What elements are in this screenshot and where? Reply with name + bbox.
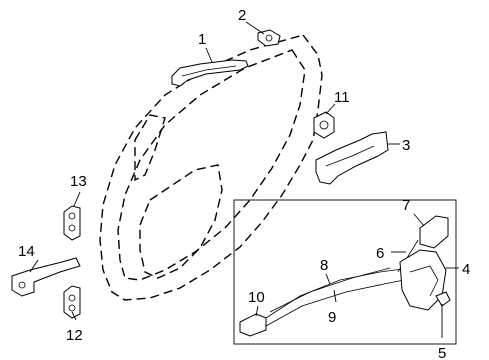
latch-assembly-box bbox=[233, 199, 457, 345]
callouts: 1 2 3 4 5 6 7 8 9 10 11 12 13 14 bbox=[18, 7, 470, 360]
lock-actuator-part bbox=[419, 215, 449, 249]
upper-hinge-part bbox=[63, 205, 81, 241]
callout-6: 6 bbox=[376, 245, 384, 262]
handle-frame-part bbox=[315, 131, 389, 185]
callout-8: 8 bbox=[320, 257, 328, 274]
leader-lines bbox=[29, 21, 459, 338]
callout-13: 13 bbox=[70, 173, 87, 190]
latch-clip-part bbox=[435, 291, 451, 307]
callout-2: 2 bbox=[238, 7, 246, 24]
callout-11: 11 bbox=[334, 89, 350, 106]
callout-7: 7 bbox=[402, 197, 410, 214]
latch-cables bbox=[265, 267, 415, 327]
lower-hinge-part bbox=[63, 285, 81, 319]
callout-12: 12 bbox=[66, 327, 83, 344]
callout-1: 1 bbox=[198, 31, 206, 48]
door-check-part bbox=[11, 257, 81, 297]
callout-14: 14 bbox=[18, 243, 35, 260]
striker-part bbox=[313, 111, 335, 139]
inside-handle-part bbox=[239, 313, 267, 337]
callout-3: 3 bbox=[402, 137, 410, 154]
callout-5: 5 bbox=[438, 345, 446, 360]
callout-9: 9 bbox=[328, 309, 336, 326]
callout-10: 10 bbox=[248, 289, 265, 306]
outside-handle-part bbox=[171, 59, 249, 87]
door-outline bbox=[99, 34, 323, 301]
callout-4: 4 bbox=[462, 261, 470, 278]
